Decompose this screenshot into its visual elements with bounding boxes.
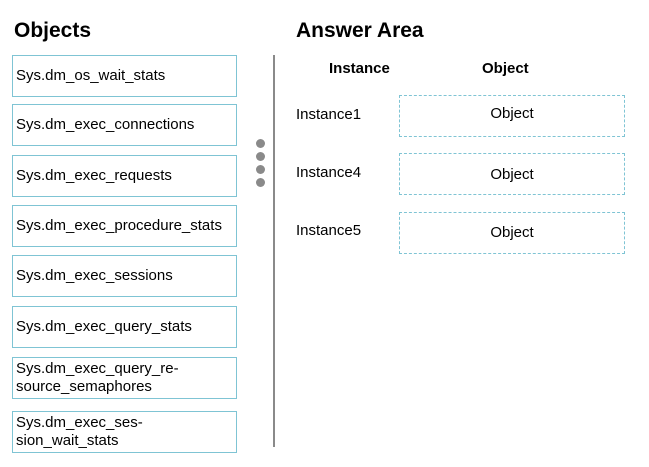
object-item-label: Sys.dm_os_wait_stats — [16, 67, 166, 84]
object-item-exec-query-stats[interactable]: Sys.dm_exec_query_stats — [12, 306, 237, 348]
handle-dot — [256, 165, 265, 174]
object-item-exec-session-wait-stats[interactable]: Sys.dm_exec_ses- sion_wait_stats — [12, 411, 237, 453]
instance-label-1: Instance1 — [296, 106, 362, 123]
instance-label-4: Instance4 — [296, 164, 362, 181]
object-drop-slot-1[interactable]: Object — [399, 95, 625, 137]
handle-dot — [256, 152, 265, 161]
handle-dot — [256, 178, 265, 187]
drag-handle-icon[interactable] — [255, 139, 265, 189]
object-drop-slot-4[interactable]: Object — [399, 153, 625, 195]
object-item-exec-connections[interactable]: Sys.dm_exec_connections — [12, 104, 237, 146]
objects-title: Objects — [14, 19, 92, 42]
object-item-label-line2: source_semaphores — [16, 378, 152, 395]
instance-column-header: Instance — [329, 60, 390, 77]
object-item-exec-query-resource-semaphores[interactable]: Sys.dm_exec_query_re- source_semaphores — [12, 357, 237, 399]
drop-slot-label: Object — [490, 223, 534, 241]
object-item-text: Sys.dm_exec_query_re- source_semaphores — [16, 360, 179, 396]
drop-slot-label: Object — [490, 104, 534, 122]
object-item-label-line2: sion_wait_stats — [16, 432, 119, 449]
handle-dot — [256, 139, 265, 148]
object-item-label-line1: Sys.dm_exec_ses- — [16, 414, 143, 431]
answer-area-title: Answer Area — [296, 19, 424, 42]
drop-slot-label: Object — [490, 165, 534, 183]
object-item-os-wait-stats[interactable]: Sys.dm_os_wait_stats — [12, 55, 237, 97]
object-item-label: Sys.dm_exec_procedure_stats — [16, 217, 222, 234]
object-item-label: Sys.dm_exec_requests — [16, 167, 172, 184]
object-item-label: Sys.dm_exec_connections — [16, 116, 195, 133]
object-item-exec-procedure-stats[interactable]: Sys.dm_exec_procedure_stats — [12, 205, 237, 247]
object-column-header: Object — [482, 60, 529, 77]
object-drop-slot-5[interactable]: Object — [399, 212, 625, 254]
object-item-label: Sys.dm_exec_sessions — [16, 267, 173, 284]
object-item-exec-requests[interactable]: Sys.dm_exec_requests — [12, 155, 237, 197]
panel-divider — [273, 55, 275, 447]
object-item-label: Sys.dm_exec_query_stats — [16, 318, 192, 335]
object-item-label-line1: Sys.dm_exec_query_re- — [16, 360, 179, 377]
object-item-exec-sessions[interactable]: Sys.dm_exec_sessions — [12, 255, 237, 297]
instance-label-5: Instance5 — [296, 222, 362, 239]
object-item-text: Sys.dm_exec_ses- sion_wait_stats — [16, 414, 143, 450]
